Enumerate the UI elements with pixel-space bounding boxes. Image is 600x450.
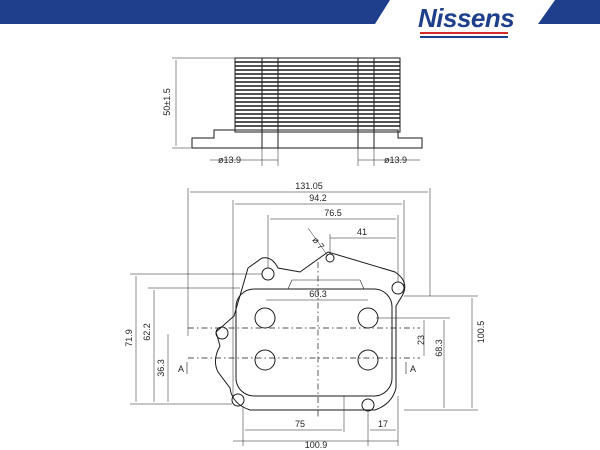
dim-outer-holes: 94.2 xyxy=(309,193,327,203)
dim-right-inner: 23 xyxy=(416,335,426,345)
dim-right-mid: 68.3 xyxy=(434,339,444,357)
dim-bottom-right: 17 xyxy=(378,419,388,429)
side-view: 50±1.5 ø13.9 ø13.9 xyxy=(162,57,423,166)
right-post xyxy=(357,57,375,149)
cooling-fins xyxy=(235,61,400,127)
inner-body xyxy=(235,288,393,397)
mount-hole-top-left xyxy=(261,267,275,281)
top-view: A A 131.05 94.2 76.5 41 ø 7 60.3 71.9 62… xyxy=(124,181,486,450)
port-top-left xyxy=(254,307,276,329)
dim-overall-width: 131.05 xyxy=(295,181,323,191)
logo-blue-underline xyxy=(420,36,508,38)
top-slot xyxy=(287,279,365,290)
dim-bottom-overall: 100.9 xyxy=(305,440,328,450)
header-banner-left xyxy=(0,0,390,24)
mount-hole-right xyxy=(391,281,405,295)
dim-bottom-inner: 75 xyxy=(295,419,305,429)
left-post xyxy=(261,57,279,149)
dim-small-hole: ø 7 xyxy=(310,235,326,251)
base-plate xyxy=(191,129,423,149)
section-label-left: A xyxy=(178,364,184,374)
mount-hole-left xyxy=(215,326,229,340)
housing-outline xyxy=(214,251,406,411)
leader-small-hole xyxy=(307,227,329,257)
dim-left-inner: 62.2 xyxy=(142,323,152,341)
port-bottom-left xyxy=(254,349,276,371)
dim-top-offset: 41 xyxy=(357,227,367,237)
left-hole-label: ø13.9 xyxy=(218,155,241,165)
dim-right-overall: 100.5 xyxy=(476,321,486,344)
dim-port-spacing: 60.3 xyxy=(309,289,327,299)
port-bottom-right xyxy=(357,349,379,371)
dim-top-hole-spacing: 76.5 xyxy=(324,208,342,218)
port-top-right xyxy=(357,307,379,329)
mount-hole-bottom-left xyxy=(231,393,245,407)
brand-logo: Nissens xyxy=(418,3,514,33)
fin-stack-outline xyxy=(234,57,401,133)
right-hole-label: ø13.9 xyxy=(384,155,407,165)
header-banner-right xyxy=(538,0,600,24)
mount-hole-bottom-right xyxy=(361,398,375,412)
height-label: 50±1.5 xyxy=(162,88,172,115)
dim-left-height: 71.9 xyxy=(124,329,134,347)
dim-left-low: 36.3 xyxy=(156,359,166,377)
section-label-right: A xyxy=(410,364,416,374)
logo-red-underline xyxy=(420,32,508,34)
